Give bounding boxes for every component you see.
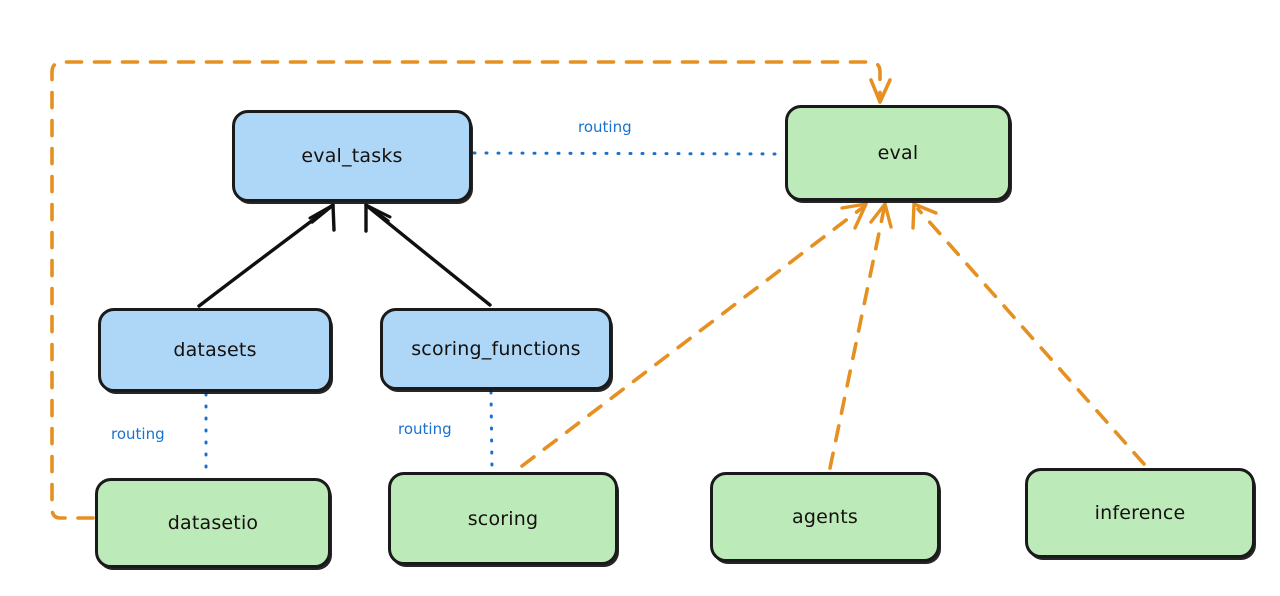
node-datasetio[interactable]: datasetio <box>95 478 331 568</box>
node-label-scoring: scoring <box>467 507 539 530</box>
node-label-inference: inference <box>1094 502 1186 524</box>
edge-scoring-eval <box>520 202 868 468</box>
node-label-eval-tasks: eval_tasks <box>301 145 403 167</box>
node-eval-tasks[interactable]: eval_tasks <box>232 110 472 202</box>
node-label-eval: eval <box>877 142 919 164</box>
edge-eval_tasks-eval <box>472 151 785 156</box>
edge-datasets-eval_tasks <box>197 203 336 308</box>
edge-agents-eval <box>828 202 893 470</box>
edge-scoring_functions-eval_tasks <box>364 203 492 307</box>
node-label-datasetio: datasetio <box>167 512 259 534</box>
node-scoring[interactable]: scoring <box>388 472 618 565</box>
edge-datasetio-eval <box>50 60 892 520</box>
node-label-scoring-functions: scoring_functions <box>411 338 581 360</box>
edge-scoring_functions-scoring <box>489 390 494 472</box>
node-label-agents: agents <box>792 506 858 528</box>
node-datasets[interactable]: datasets <box>98 308 332 392</box>
node-label-datasets: datasets <box>173 339 257 361</box>
node-agents[interactable]: agents <box>710 472 940 562</box>
edge-inference-eval <box>911 202 1146 466</box>
node-inference[interactable]: inference <box>1025 468 1255 558</box>
node-scoring-functions[interactable]: scoring_functions <box>380 308 612 390</box>
node-eval[interactable]: eval <box>785 105 1011 201</box>
